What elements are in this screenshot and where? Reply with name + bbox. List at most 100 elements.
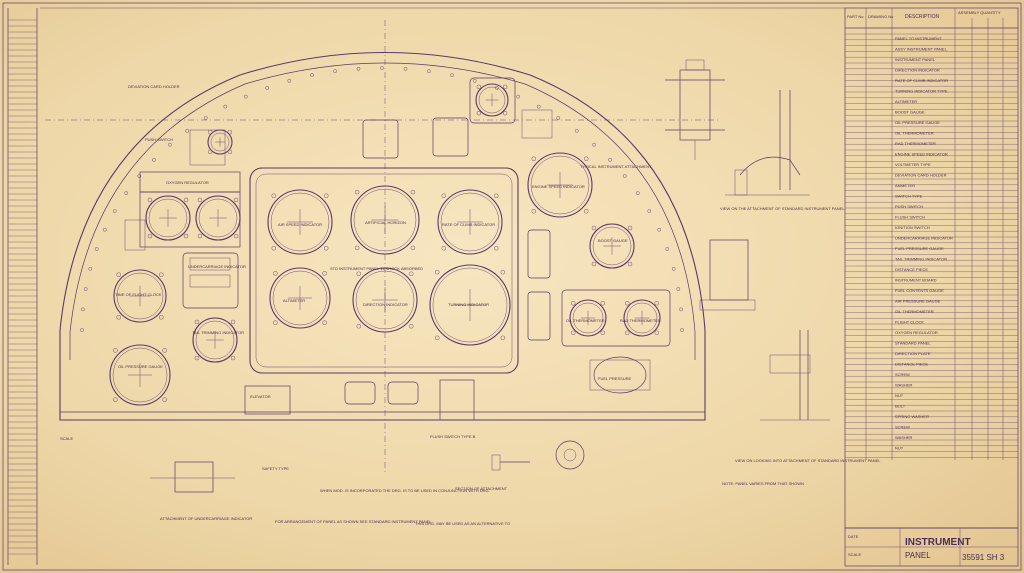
note-3: THIS DRG. MAY BE USED AS AN ALTERNATIVE …	[415, 521, 510, 526]
bom-row: TURNING INDICATOR TYPE	[895, 89, 948, 94]
undercarriage-attachment-detail	[150, 461, 235, 493]
bom-row: SCREW	[895, 425, 910, 430]
subtitle-text: PANEL	[905, 551, 931, 560]
rate-of-climb-label: RATE OF CLIMB INDICATOR	[442, 222, 495, 227]
bom-row: BOOST GAUGE	[895, 110, 925, 115]
thermometer-panel	[561, 289, 671, 347]
rivet	[310, 73, 314, 78]
panel-base	[59, 360, 706, 421]
bom-row: WASHER	[895, 383, 913, 388]
flush-switch-box	[439, 379, 475, 421]
rivet	[671, 266, 676, 271]
note-2: FOR ARRANGEMENT OF PANEL AS SHOWN SEE ST…	[275, 519, 432, 524]
push-switch-label: PUSH SWITCH	[145, 137, 173, 142]
rivet	[124, 191, 129, 195]
rivet	[102, 227, 107, 232]
undercarriage-indicator-box	[182, 252, 239, 309]
switch-box-left	[189, 129, 226, 166]
bom-row: DIRECTION PLATE	[895, 351, 931, 356]
oil-pressure-dial	[109, 344, 171, 406]
flight-clock-label: TIME OF FLIGHT CLOCK	[115, 292, 162, 297]
rivet	[472, 78, 477, 83]
rivet	[152, 157, 156, 162]
note-5: ATTACHMENT OF UNDERCARRIAGE INDICATOR	[160, 516, 252, 521]
rivet	[608, 157, 612, 162]
rivet	[635, 191, 640, 195]
typical-mounting-note: TYPICAL INSTRUMENT ATTACHMENT	[580, 164, 652, 169]
tail-trim-dial	[192, 317, 238, 363]
note-6: SAFETY TYPE	[262, 466, 289, 471]
rivet	[427, 69, 431, 74]
switch-type-b-1	[362, 119, 399, 159]
boost-dial	[589, 223, 635, 269]
bom-row: WASHER	[895, 435, 913, 440]
left-revision-strip	[7, 8, 38, 565]
rate-of-climb-dial	[437, 189, 503, 255]
bom-row: AMMETER	[895, 183, 915, 188]
bom-row: TAIL TRIMMING INDICATOR	[895, 257, 947, 262]
flush-switch-label: FLUSH SWITCH TYPE B	[430, 434, 476, 439]
rivet	[450, 73, 454, 78]
rivet	[676, 287, 681, 291]
quantity-header: ASSEMBLY QUANTITY	[958, 10, 1001, 15]
bom-row: STANDARD PANEL	[895, 341, 931, 346]
bom-row: DEVIATION CARD HOLDER	[895, 173, 947, 178]
switch-box-1	[344, 381, 376, 405]
rivet	[94, 247, 99, 251]
rivet	[81, 307, 85, 312]
rivet	[679, 307, 683, 312]
bom-row: RATE OF CLIMB INDICATOR	[895, 78, 948, 83]
rivet	[556, 116, 561, 120]
bom-row: FUEL PRESSURE GAUGE	[895, 246, 944, 251]
bom-row: DISTANCE PIECE	[895, 362, 928, 367]
rivet	[168, 142, 172, 147]
bom-row: AIR PRESSURE GAUGE	[895, 299, 941, 304]
oil-therm-dial	[569, 299, 607, 337]
rivet	[536, 104, 541, 109]
voltmeter-box	[469, 77, 516, 124]
air-speed-dial	[267, 189, 333, 255]
drawing-number: 35591 SH 3	[962, 553, 1005, 562]
bom-row: VOLTMETER TYPE	[895, 162, 931, 167]
bom-row: OXYGEN REGULATOR	[895, 330, 938, 335]
rivet	[680, 328, 684, 332]
distance-piece-detail	[491, 440, 585, 471]
note-4: SECTION OF ATTACHMENT	[455, 486, 508, 491]
bom-row: FLUSH SWITCH	[895, 215, 925, 220]
ammeter-box	[521, 109, 553, 139]
altimeter-dial	[269, 267, 331, 329]
bom-row: DIRECTION INDICATOR	[895, 68, 940, 73]
rivet	[243, 94, 248, 99]
bom-row: IGNITION SWITCH	[895, 225, 930, 230]
title-block	[844, 527, 1019, 567]
bom-row: SWITCH TYPE	[895, 194, 923, 199]
switch-type-b-2	[432, 117, 469, 157]
bom-row: DISTANCE PIECE	[895, 267, 928, 272]
engine-speed-dial	[527, 152, 593, 218]
date-label: DATE	[848, 534, 859, 539]
turning-dial	[429, 264, 511, 346]
rivet	[83, 287, 88, 291]
boost-gauge-detail	[699, 239, 756, 311]
looking-attachment-detail	[760, 330, 830, 421]
rivet	[80, 328, 84, 332]
fuel-contents-gauge	[593, 356, 647, 394]
scale-note: SCALE	[60, 436, 73, 441]
scale-label: SCALE	[848, 552, 861, 557]
undercarriage-label: UNDERCARRIAGE INDICATOR	[188, 264, 246, 269]
rivet	[265, 86, 270, 90]
note-7: NOTE: PANEL VARIES FROM THAT SHOWN	[722, 481, 804, 486]
view-on-looking-note: VIEW ON LOOKING INTO ATTACHMENT OF STAND…	[735, 458, 881, 463]
rivet	[574, 128, 579, 133]
rivet	[203, 116, 208, 120]
air-speed-label: AIR SPEED INDICATOR	[278, 222, 322, 227]
compass-dial	[207, 129, 233, 155]
rivet	[112, 209, 117, 213]
rivet	[223, 104, 228, 109]
blind-panel-note: STD INSTRUMENT PANEL 14 SHOCK ABSORBED	[330, 266, 423, 271]
oil-thermometer-label: OIL THERMOMETER	[566, 318, 605, 323]
fuel-pressure-label: FUEL PRESSURE	[598, 376, 632, 381]
rivet	[333, 69, 337, 74]
